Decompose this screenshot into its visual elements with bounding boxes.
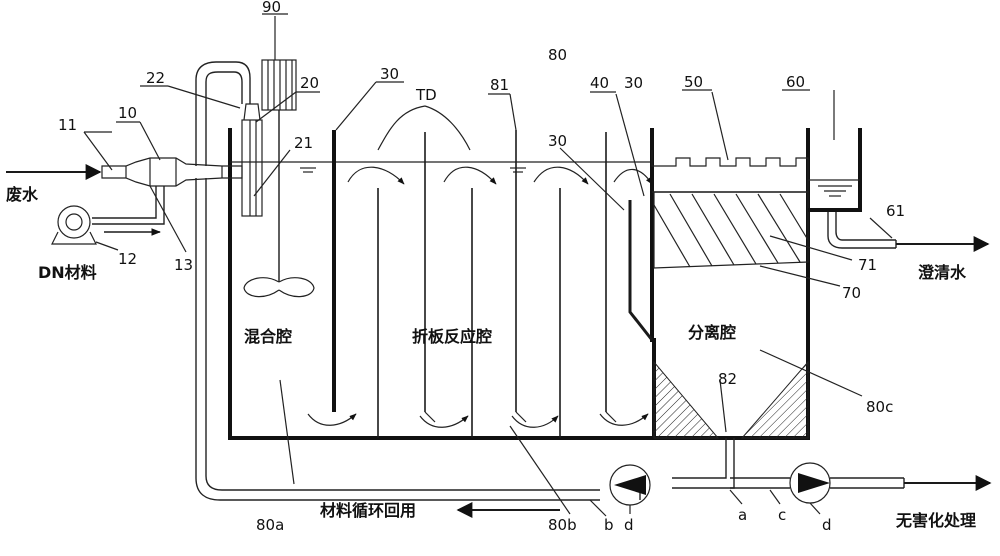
label-80: 80 — [548, 46, 567, 64]
baffle-plate-feet — [424, 411, 617, 423]
label-10: 10 — [118, 104, 137, 122]
inclined-baffle — [628, 200, 654, 341]
label-80c: 80c — [866, 398, 893, 416]
label-61: 61 — [886, 202, 905, 220]
text-baffle-chamber: 折板反应腔 — [412, 327, 492, 346]
label-80a: 80a — [256, 516, 284, 534]
text-harmless-treatment: 无害化处理 — [895, 511, 976, 530]
overflow-weir — [651, 150, 809, 193]
text-separation-chamber: 分离腔 — [688, 323, 736, 342]
label-12: 12 — [118, 250, 137, 268]
recycle-riser — [195, 61, 600, 501]
label-20: 20 — [300, 74, 319, 92]
leader-lines — [83, 13, 893, 517]
flow-arrows-top — [347, 166, 653, 185]
label-90: 90 — [262, 0, 281, 16]
label-70: 70 — [842, 284, 861, 302]
label-b: b — [604, 516, 614, 534]
sludge-hopper-right — [740, 360, 809, 439]
text-wastewater: 废水 — [6, 185, 39, 204]
bottom-piping — [456, 438, 992, 518]
inlet-piping — [6, 157, 243, 245]
impeller-left — [243, 277, 280, 298]
label-30-third: 30 — [548, 132, 567, 150]
mixer-motor — [261, 59, 297, 111]
label-30-second: 30 — [624, 74, 643, 92]
tube-settler — [653, 191, 809, 269]
sludge-hopper-left — [653, 360, 720, 439]
label-13: 13 — [174, 256, 193, 274]
label-81: 81 — [490, 76, 509, 94]
label-a: a — [738, 506, 747, 524]
outlet-tank — [808, 128, 990, 252]
text-recycle: 材料循环回用 — [320, 501, 416, 520]
text-clear-water: 澄清水 — [918, 263, 967, 282]
label-82: 82 — [718, 370, 737, 388]
label-c: c — [778, 506, 786, 524]
label-80b: 80b — [548, 516, 577, 534]
text-dn-material: DN材料 — [38, 263, 97, 282]
baffle-chamber-plates — [377, 130, 607, 438]
flow-arrows-bottom — [307, 413, 649, 428]
water-level-marks — [300, 167, 526, 173]
label-50: 50 — [684, 73, 703, 91]
impeller-right — [278, 277, 315, 298]
label-40: 40 — [590, 74, 609, 92]
dosing-pump — [57, 205, 91, 239]
label-60: 60 — [786, 73, 805, 91]
dosing-column — [241, 119, 263, 217]
mixing-chamber — [241, 59, 315, 298]
label-22: 22 — [146, 69, 165, 87]
text-mixing-chamber: 混合腔 — [244, 327, 292, 346]
label-d-left: d — [624, 516, 634, 534]
label-d-right: d — [822, 516, 832, 534]
label-30-first: 30 — [380, 65, 399, 83]
tank-outline — [228, 128, 810, 440]
label-71: 71 — [858, 256, 877, 274]
label-TD: TD — [415, 86, 437, 104]
label-21: 21 — [294, 134, 313, 152]
label-11: 11 — [58, 116, 77, 134]
